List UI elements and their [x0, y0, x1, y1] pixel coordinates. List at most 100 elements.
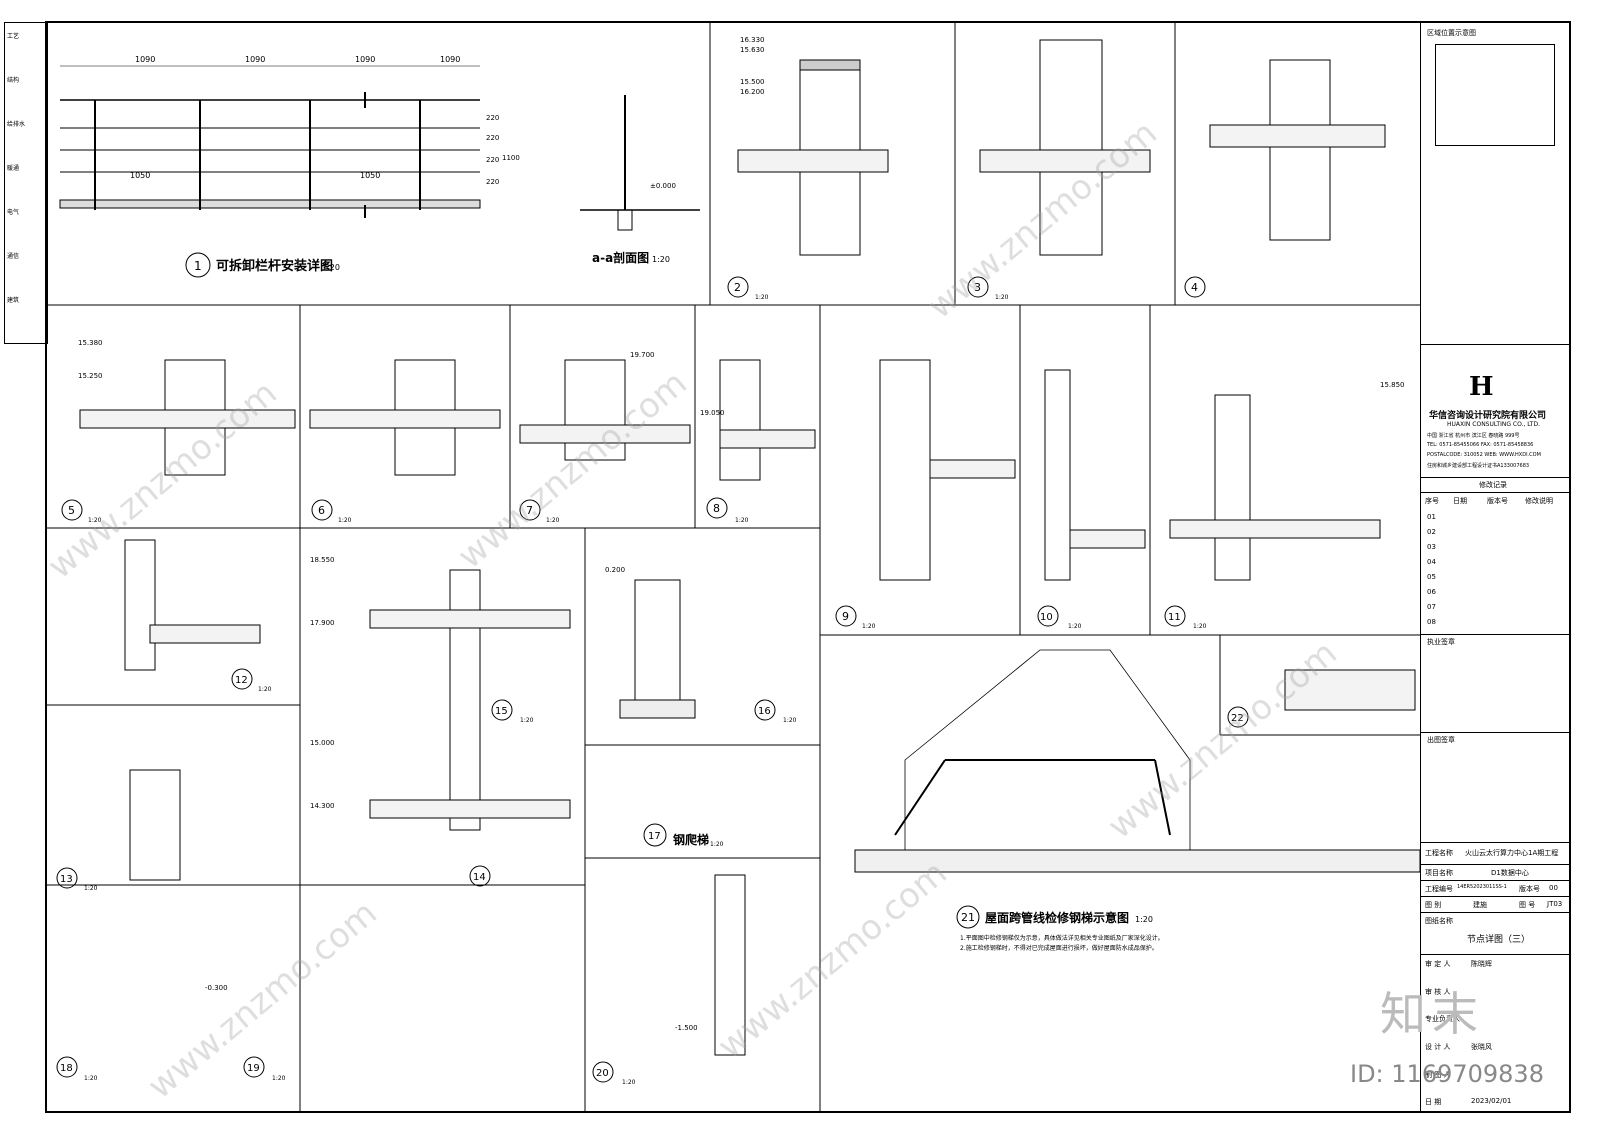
- svg-text:1: 1: [194, 259, 202, 273]
- svg-text:5: 5: [68, 504, 75, 517]
- svg-text:1050: 1050: [130, 171, 150, 180]
- rev-row: 03: [1427, 543, 1436, 551]
- number-label: 图 号: [1519, 901, 1536, 909]
- svg-text:1:20: 1:20: [338, 517, 352, 524]
- rev-header-desc: 修改说明: [1525, 497, 1553, 505]
- svg-text:1:20: 1:20: [272, 1075, 286, 1082]
- svg-text:11: 11: [1168, 612, 1181, 623]
- svg-text:21: 21: [961, 911, 975, 924]
- svg-text:13: 13: [60, 874, 73, 885]
- svg-text:19.700: 19.700: [630, 351, 655, 359]
- panel-grid: [46, 22, 1420, 1112]
- company-tel: TEL: 0571-85455066 FAX: 0571-85458836: [1427, 442, 1534, 448]
- svg-text:2.施工检修钢梯时，不得对已完成屋面进行损坏，做好屋面防水成: 2.施工检修钢梯时，不得对已完成屋面进行损坏，做好屋面防水成品保护。: [960, 944, 1158, 952]
- project-label: 工程名称: [1425, 849, 1453, 857]
- rev-header-date: 日期: [1453, 497, 1467, 505]
- svg-text:可拆卸栏杆安装详图: 可拆卸栏杆安装详图: [216, 258, 333, 274]
- svg-text:1050: 1050: [360, 171, 380, 180]
- stamp-label-2: 出图签章: [1427, 736, 1455, 744]
- section-a-a-title: a-a剖面图 1:20 ±0.000: [592, 182, 676, 265]
- svg-text:22: 22: [1231, 713, 1244, 724]
- svg-text:14.300: 14.300: [310, 802, 335, 810]
- sign-label: 审 核 人: [1425, 988, 1451, 996]
- row3-drawings: [124, 539, 746, 1056]
- sheet-name-label: 图纸名称: [1425, 917, 1453, 925]
- ver-label: 版本号: [1519, 885, 1540, 893]
- discipline-7: 建筑: [7, 297, 20, 304]
- discipline-1: 工艺: [7, 33, 20, 40]
- svg-text:1090: 1090: [245, 55, 265, 64]
- discipline-strip: 工艺 结构 给排水 暖通 电气 通信 建筑: [4, 22, 48, 344]
- svg-text:17.900: 17.900: [310, 619, 335, 627]
- svg-text:1:20: 1:20: [84, 1075, 98, 1082]
- svg-text:9: 9: [842, 610, 849, 623]
- sheet-border: [45, 21, 1571, 1113]
- svg-text:钢爬梯: 钢爬梯: [673, 832, 709, 847]
- svg-text:1:20: 1:20: [735, 517, 749, 524]
- title-block: 区域位置示意图 H 华信咨询设计研究院有限公司 HUAXIN CONSULTIN…: [1420, 22, 1571, 1112]
- svg-text:15: 15: [495, 706, 508, 717]
- detail-21-title: 21 屋面跨管线检修钢梯示意图 1:20 1.平面图中检修钢梯仅为示意，具体做法…: [956, 905, 1164, 952]
- row2-drawings: [79, 359, 1381, 581]
- svg-text:14: 14: [473, 872, 486, 883]
- sign-label: 制 图 人: [1425, 1071, 1451, 1079]
- svg-text:18: 18: [60, 1063, 73, 1074]
- rev-header-ver: 版本号: [1487, 497, 1508, 505]
- discipline-3: 给排水: [7, 121, 26, 128]
- svg-text:1090: 1090: [355, 55, 375, 64]
- discipline-4: 暖通: [7, 165, 20, 172]
- svg-text:4: 4: [1191, 281, 1198, 294]
- section-a-a: [580, 95, 700, 231]
- region-title: 区域位置示意图: [1427, 29, 1476, 37]
- svg-text:3: 3: [974, 281, 981, 294]
- rev-row: 02: [1427, 528, 1436, 536]
- svg-text:15.000: 15.000: [310, 739, 335, 747]
- svg-text:1:20: 1:20: [622, 1079, 636, 1086]
- svg-text:屋面跨管线检修钢梯示意图: 屋面跨管线检修钢梯示意图: [985, 910, 1129, 925]
- svg-text:1:20: 1:20: [1193, 623, 1207, 630]
- sign-label: 设 计 人: [1425, 1043, 1451, 1051]
- svg-text:1090: 1090: [135, 55, 155, 64]
- sign-label: 日 期: [1425, 1098, 1442, 1106]
- number-value: JT03: [1547, 900, 1563, 908]
- revision-title: 修改记录: [1479, 481, 1507, 489]
- svg-text:1:20: 1:20: [88, 517, 102, 524]
- svg-text:7: 7: [526, 504, 533, 517]
- company-address: 中国 浙江省 杭州市 滨江区 春晓路 999号: [1427, 433, 1520, 439]
- svg-text:1:20: 1:20: [783, 717, 797, 724]
- rev-row: 08: [1427, 618, 1436, 626]
- company-name-en: HUAXIN CONSULTING CO., LTD.: [1447, 421, 1540, 428]
- panel-bubbles: 2 1:20 3 1:20 4 5 1:20 6 1:20 7 1:20 8 1…: [56, 276, 1249, 1086]
- svg-text:1:20: 1:20: [862, 623, 876, 630]
- sign-date: 2023/02/01: [1471, 1097, 1512, 1105]
- sign-name: 张晓风: [1471, 1043, 1492, 1051]
- svg-text:1:20: 1:20: [322, 263, 340, 272]
- item-label: 项目名称: [1425, 869, 1453, 877]
- svg-text:a-a剖面图: a-a剖面图: [592, 250, 649, 265]
- panel-1-title: 1 可拆卸栏杆安装详图 1:20: [185, 252, 340, 278]
- svg-text:8: 8: [713, 502, 720, 515]
- svg-text:12: 12: [235, 675, 248, 686]
- svg-text:16.200: 16.200: [740, 88, 765, 96]
- railing-dims: 1090 1090 1090 1090 1050 1050 220 220 22…: [130, 55, 520, 186]
- svg-text:-1.500: -1.500: [675, 1024, 698, 1032]
- item-name: D1数据中心: [1491, 869, 1529, 877]
- code-value: 14ER52023011SS-1: [1457, 884, 1507, 890]
- svg-text:15.250: 15.250: [78, 372, 103, 380]
- svg-text:19.050: 19.050: [700, 409, 725, 417]
- sign-label: 审 定 人: [1425, 960, 1451, 968]
- detail-22-drawing: [1284, 669, 1416, 711]
- svg-text:1:20: 1:20: [995, 294, 1009, 301]
- svg-text:-0.300: -0.300: [205, 984, 228, 992]
- svg-text:6: 6: [318, 504, 325, 517]
- company-license: 住房和城乡建设部工程设计证书A133007683: [1427, 463, 1530, 469]
- company-logo: H: [1469, 372, 1494, 402]
- svg-text:1.平面图中检修钢梯仅为示意，具体做法详见相关专业图纸及厂家: 1.平面图中检修钢梯仅为示意，具体做法详见相关专业图纸及厂家深化设计。: [960, 934, 1164, 942]
- rev-header-no: 序号: [1425, 497, 1439, 505]
- svg-text:15.500: 15.500: [740, 78, 765, 86]
- stamp-label-1: 执业签章: [1427, 638, 1455, 646]
- rev-row: 06: [1427, 588, 1436, 596]
- rev-row: 05: [1427, 573, 1436, 581]
- company-name-cn: 华信咨询设计研究院有限公司: [1429, 411, 1547, 421]
